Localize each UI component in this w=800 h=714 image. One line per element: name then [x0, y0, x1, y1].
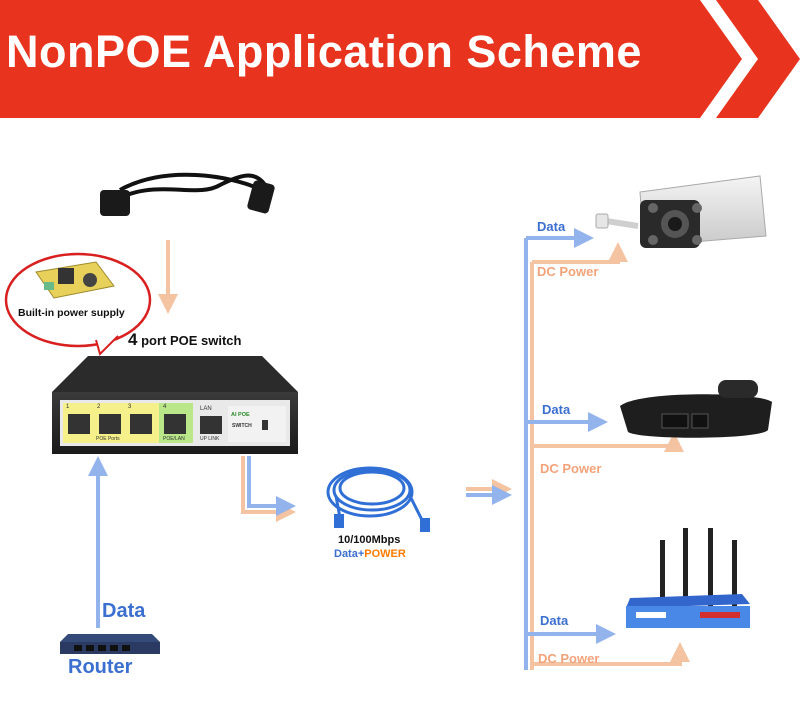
camera-power-label: DC Power — [537, 264, 599, 279]
switch-brand-ai: AI POE — [231, 412, 250, 418]
switch-brand-switch: SWITCH — [232, 423, 252, 429]
port-number-1: 1 — [66, 404, 70, 410]
page-title: NonPOE Application Scheme — [6, 26, 642, 77]
wireless-ap-device — [626, 528, 750, 628]
ethernet-cable-icon — [326, 466, 430, 532]
port-number-3: 3 — [128, 404, 132, 410]
port-number-2: 2 — [97, 404, 101, 410]
router-device — [60, 634, 160, 654]
uplink-label: UP LINK — [200, 436, 220, 442]
cable-data-power-label: Data+POWER — [334, 548, 406, 560]
lan-label: LAN — [200, 406, 212, 412]
ip-phone-device — [620, 380, 772, 438]
switch-port-count: 4 — [128, 330, 138, 349]
poe-lan-label: POE/LAN — [163, 436, 185, 442]
phone-data-label: Data — [542, 402, 571, 417]
power-supply-label: Built-in power supply — [18, 307, 125, 319]
router-label: Router — [68, 656, 133, 678]
phone-power-label: DC Power — [540, 461, 602, 476]
camera-device — [595, 175, 767, 248]
cable-power-text: POWER — [364, 548, 406, 560]
switch-title-text: port POE switch — [137, 333, 242, 348]
header-banner — [0, 0, 800, 118]
power-supply-board-icon — [35, 261, 115, 299]
power-cord-icon — [100, 172, 275, 216]
cable-speed-label: 10/100Mbps — [338, 534, 401, 546]
port-number-4: 4 — [163, 404, 167, 410]
camera-data-label: Data — [537, 219, 566, 234]
router-data-label: Data — [102, 600, 146, 622]
power-supply-bubble — [4, 252, 152, 356]
cable-plus-text: + — [357, 548, 365, 560]
poe-switch-device — [52, 356, 298, 454]
ap-data-label: Data — [540, 613, 569, 628]
poe-ports-label: POE Ports — [96, 436, 120, 442]
cable-data-text: Data — [334, 548, 358, 560]
ap-power-label: DC Power — [538, 651, 600, 666]
switch-title: 4 port POE switch — [128, 330, 241, 350]
